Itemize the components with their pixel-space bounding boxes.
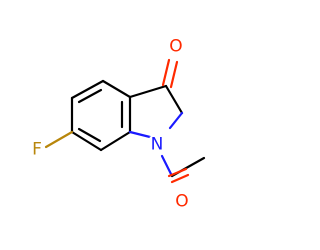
bond-c2-n1: [168, 111, 184, 130]
bond-c3-o-b: [169, 60, 179, 89]
bond-c7-c7a: [99, 130, 132, 152]
bond-acetyl-c-o-a: [167, 167, 188, 178]
bond-c3a-c4: [101, 79, 132, 99]
bond-c6-f: [44, 130, 74, 149]
bond-c6-c7-inner: [77, 127, 102, 143]
acetyl-oxygen-label: O: [174, 191, 190, 212]
fluorine-label: F: [31, 139, 43, 160]
bond-c3-o-a: [161, 58, 171, 87]
bond-c4-c5-inner: [77, 88, 103, 104]
bond-c7a-n1: [128, 130, 152, 139]
nitrogen-label: N: [149, 134, 165, 155]
ketone-oxygen-label: O: [168, 36, 184, 57]
bond-c4-c5: [70, 79, 105, 100]
bond-acetyl-c-o-b: [170, 173, 190, 184]
molecule-structure-diagram: O N F O: [31, 36, 206, 212]
bond-c3a-c3: [128, 84, 168, 99]
bond-c6-c7: [70, 130, 103, 152]
bond-n1-acetyl-c: [160, 154, 174, 178]
bond-c3-c2: [164, 84, 184, 115]
bond-layer: [44, 58, 206, 184]
